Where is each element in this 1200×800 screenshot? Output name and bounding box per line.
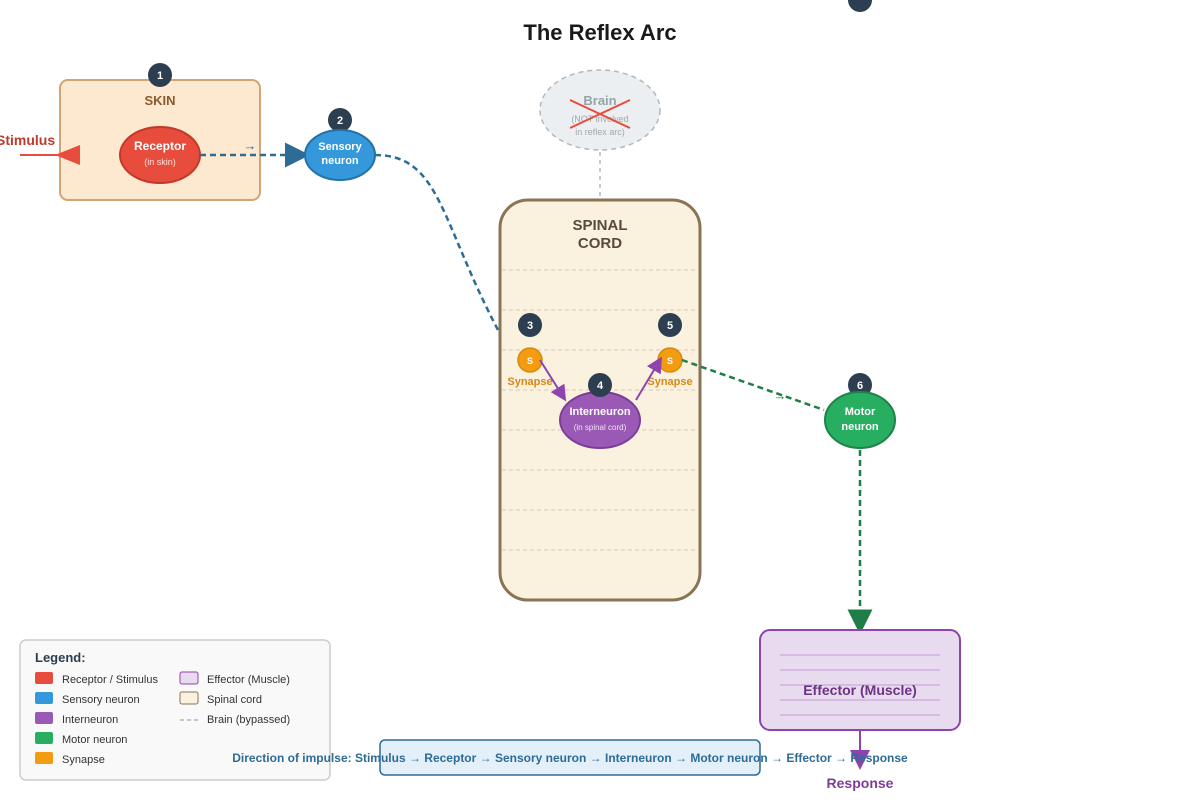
stimulus-label: Stimulus xyxy=(0,132,55,148)
legend-item-label: Brain (bypassed) xyxy=(207,714,290,726)
direction-arrow: → xyxy=(672,751,691,765)
legend-item-label: Motor neuron xyxy=(62,734,127,746)
legend-swatch xyxy=(179,671,199,685)
step-badge-1 xyxy=(148,63,172,87)
direction-step: Sensory neuron xyxy=(495,751,586,765)
interneuron-sublabel: (in spinal cord) xyxy=(574,423,627,432)
direction-arrow: → xyxy=(476,751,495,765)
direction-step: Effector xyxy=(786,751,832,765)
legend-item-label: Synapse xyxy=(62,754,105,766)
direction-step: Response xyxy=(850,751,908,765)
direction-arrow: → xyxy=(768,751,787,765)
receptor-sublabel: (in skin) xyxy=(144,157,176,167)
effector-label: Effector (Muscle) xyxy=(803,682,917,698)
receptor-label: Receptor xyxy=(134,139,186,153)
arrow-glyph-motor: → xyxy=(774,388,787,403)
step-badge-3 xyxy=(518,313,542,337)
skin-label: SKIN xyxy=(144,93,175,108)
step-badge-6-number: 6 xyxy=(857,380,863,392)
receptor-node xyxy=(119,126,201,184)
step-badge-4-number: 4 xyxy=(597,380,604,392)
direction-of-impulse-text: Direction of impulse: Stimulus → Recepto… xyxy=(232,751,908,765)
sensory-to-spinal-path xyxy=(374,153,500,331)
brain-sublabel-2: in reflex arc) xyxy=(575,127,625,137)
effector-muscle-fibers xyxy=(780,654,940,716)
step-badge-2 xyxy=(328,108,352,132)
legend-item-label: Effector (Muscle) xyxy=(207,674,290,686)
legend-swatch xyxy=(35,732,53,744)
direction-banner xyxy=(379,739,761,776)
legend-swatch xyxy=(35,752,53,764)
legend-item-label: Spinal cord xyxy=(207,694,262,706)
legend-title: Legend: xyxy=(35,650,86,665)
motor-neuron-label-1: Motor xyxy=(845,406,876,418)
direction-step: Motor neuron xyxy=(690,751,767,765)
spinal-to-motor-path xyxy=(681,358,825,412)
step-badge-3-number: 3 xyxy=(527,320,533,332)
synapse-left-symbol: S xyxy=(527,356,533,366)
step-badge-5-number: 5 xyxy=(667,320,673,332)
direction-arrow: → xyxy=(586,751,605,765)
sensory-neuron-label-2: neuron xyxy=(321,155,359,167)
sensory-neuron-label-1: Sensory xyxy=(318,141,362,153)
legend-box xyxy=(19,639,331,781)
stimulus-arrowhead xyxy=(55,145,80,165)
motor-neuron-node xyxy=(824,391,896,449)
spinal-cord-label-1: SPINAL xyxy=(572,217,627,234)
legend-item-label: Sensory neuron xyxy=(62,694,140,706)
brain-sublabel-1: (NOT involved xyxy=(571,114,628,124)
interneuron-label: Interneuron xyxy=(569,406,630,418)
brain-cross-mark-b xyxy=(569,99,631,129)
legend-swatch xyxy=(35,712,53,724)
diagram-title: The Reflex Arc xyxy=(523,20,676,45)
direction-arrow: → xyxy=(406,751,425,765)
direction-prefix: Direction of impulse: Stimulus xyxy=(232,751,406,765)
synapse-left-node xyxy=(517,347,543,373)
legend-swatch xyxy=(35,672,53,684)
motor-neuron-label-2: neuron xyxy=(841,421,879,433)
direction-step: Interneuron xyxy=(605,751,672,765)
interneuron-node xyxy=(559,391,641,449)
legend-swatch xyxy=(35,692,53,704)
legend-swatch xyxy=(179,691,199,705)
cropped-step-badge xyxy=(848,0,872,12)
direction-step: Receptor xyxy=(424,751,476,765)
synapse-right-symbol: S xyxy=(667,356,673,366)
direction-arrow: → xyxy=(832,751,851,765)
legend-item-label: Receptor / Stimulus xyxy=(62,674,158,686)
brain-label: Brain xyxy=(583,93,616,108)
step-badge-5 xyxy=(658,313,682,337)
spinal-cord-label-2: CORD xyxy=(578,235,622,252)
response-label: Response xyxy=(827,775,894,791)
step-badge-4 xyxy=(588,373,612,397)
synapse-to-interneuron-arrow xyxy=(539,359,567,402)
step-badge-1-number: 1 xyxy=(157,70,163,82)
synapse-left-label: Synapse xyxy=(507,376,552,388)
synapse-right-label: Synapse xyxy=(647,376,692,388)
brain-node xyxy=(539,69,661,151)
step-badge-2-number: 2 xyxy=(337,115,343,127)
legend-item-label: Interneuron xyxy=(62,714,118,726)
step-badge-6 xyxy=(848,373,872,397)
arrow-glyph-sensory: → xyxy=(244,138,257,153)
interneuron-to-synapse-arrow xyxy=(635,356,663,401)
